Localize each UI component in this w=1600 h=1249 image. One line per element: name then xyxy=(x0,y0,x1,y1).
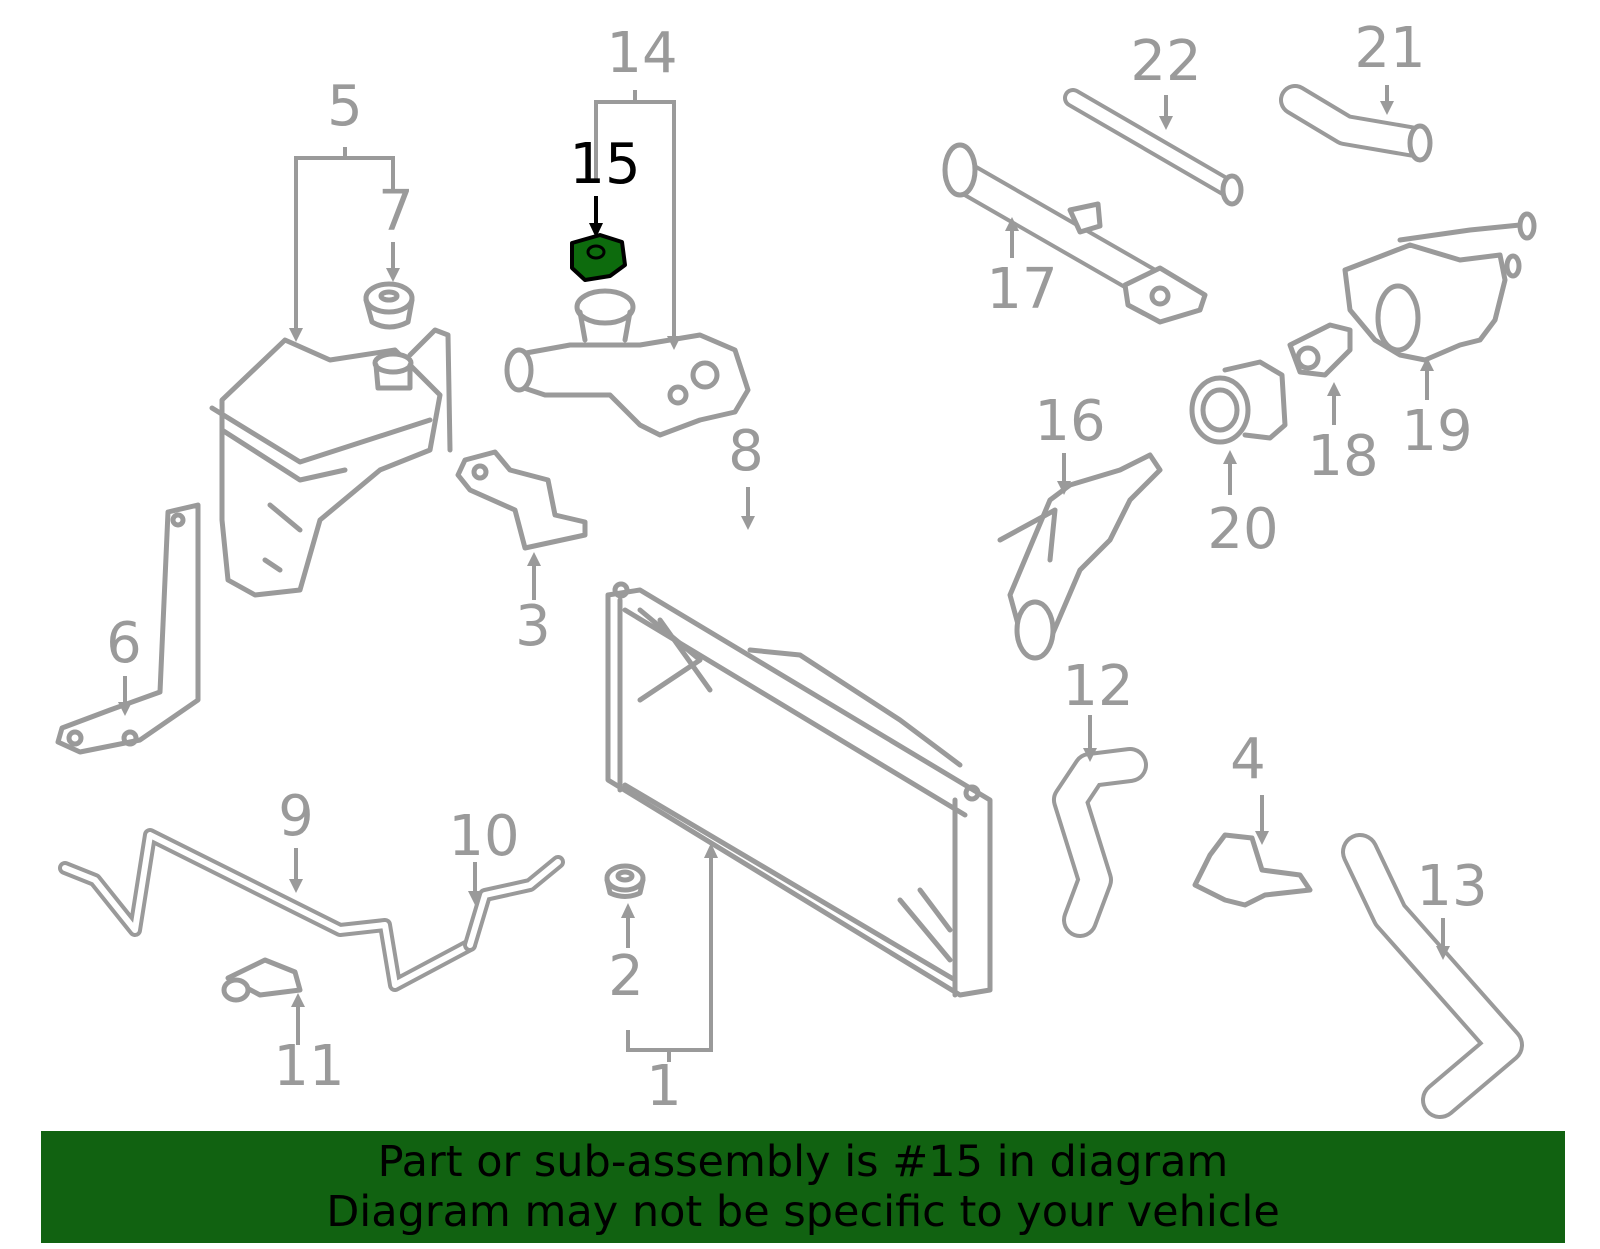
part-1-radiator xyxy=(605,581,993,998)
callout-12: 12 xyxy=(1062,654,1133,719)
banner-line-1: Part or sub-assembly is #15 in diagram xyxy=(377,1137,1229,1187)
part-17-pipe-flange xyxy=(942,142,1208,325)
callout-13: 13 xyxy=(1416,854,1487,919)
part-2-grommet xyxy=(604,863,646,899)
part-5-reservoir-tank xyxy=(209,327,453,598)
callout-16: 16 xyxy=(1034,389,1105,454)
callout-11: 11 xyxy=(273,1034,344,1099)
callout-7: 7 xyxy=(378,179,414,244)
callout-22: 22 xyxy=(1130,29,1201,94)
part-11-fitting xyxy=(221,957,303,1003)
part-22-pipe xyxy=(1063,88,1244,207)
leader-lines xyxy=(118,85,1450,1062)
callout-19: 19 xyxy=(1401,399,1472,464)
part-6-bracket xyxy=(55,502,201,755)
part-3-bracket xyxy=(455,449,588,551)
callout-labels: 1 2 3 4 5 6 7 8 9 10 11 12 13 14 15 16 1… xyxy=(106,16,1487,1119)
callout-14: 14 xyxy=(606,21,677,86)
part-8-hose xyxy=(693,527,873,593)
part-4-bracket xyxy=(1192,832,1313,908)
callout-4: 4 xyxy=(1230,727,1266,792)
part-20-cover xyxy=(1189,359,1288,445)
part-16-outlet-pipe xyxy=(997,452,1163,661)
callout-18: 18 xyxy=(1307,424,1378,489)
part-14-water-outlet xyxy=(504,288,751,438)
part-19-thermostat-housing xyxy=(1342,211,1537,363)
part-10-hose xyxy=(463,855,565,952)
part-7-reservoir-cap xyxy=(363,281,415,330)
info-banner: Part or sub-assembly is #15 in diagram D… xyxy=(41,1131,1565,1243)
callout-1: 1 xyxy=(646,1054,682,1119)
part-18-thermostat xyxy=(1287,322,1353,378)
callout-2: 2 xyxy=(608,944,644,1009)
callout-8: 8 xyxy=(728,419,764,484)
callout-17: 17 xyxy=(986,257,1057,322)
callout-6: 6 xyxy=(106,611,142,676)
part-21-pipe xyxy=(1279,84,1433,163)
part-13-hose xyxy=(1341,833,1524,1119)
callout-21: 21 xyxy=(1354,16,1425,81)
callout-15-highlighted: 15 xyxy=(569,132,640,197)
callout-3: 3 xyxy=(515,594,551,659)
part-12-hose xyxy=(1052,747,1148,938)
part-9-overflow-hose xyxy=(58,828,477,992)
callout-10: 10 xyxy=(448,804,519,869)
callout-5: 5 xyxy=(327,74,363,139)
part-15-gasket-highlighted xyxy=(570,233,627,282)
callout-20: 20 xyxy=(1207,497,1278,562)
callout-9: 9 xyxy=(278,784,314,849)
banner-line-2: Diagram may not be specific to your vehi… xyxy=(326,1187,1280,1237)
